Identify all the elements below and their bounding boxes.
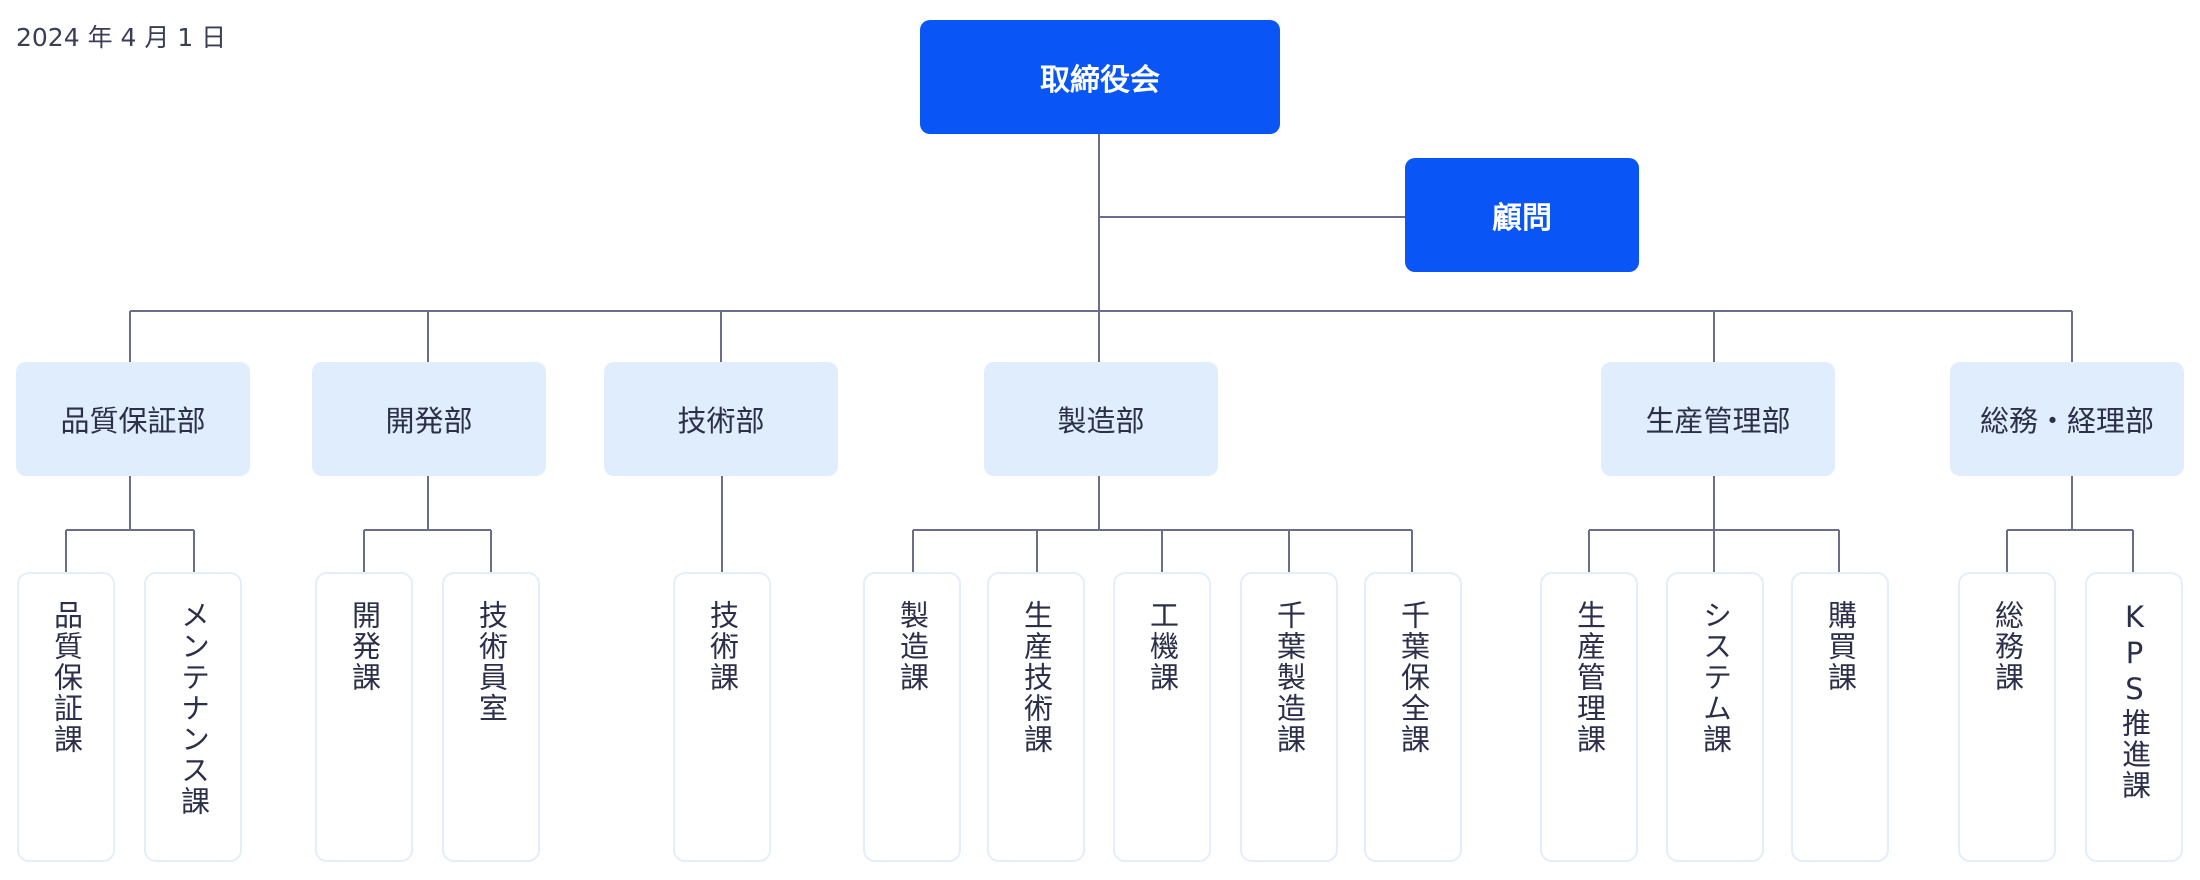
section-label: 購買課	[1823, 600, 1858, 693]
advisor-node: 顧問	[1405, 158, 1639, 272]
dept-label: 開発部	[385, 404, 473, 438]
section-label: 千葉製造課	[1272, 600, 1307, 755]
section-chiba-manufacturing: 千葉製造課	[1240, 572, 1338, 862]
section-manufacturing: 製造課	[863, 572, 961, 862]
section-production-engineering: 生産技術課	[987, 572, 1085, 862]
section-systems: システム課	[1666, 572, 1764, 862]
board-label: 取締役会	[1040, 63, 1160, 98]
section-maintenance: メンテナンス課	[144, 572, 242, 862]
section-label: 製造課	[895, 600, 930, 693]
dept-development: 開発部	[312, 362, 546, 476]
dept-label: 生産管理部	[1645, 404, 1791, 438]
section-technical-staff: 技術員室	[442, 572, 540, 862]
section-label: 生産技術課	[1019, 600, 1054, 755]
board-node: 取締役会	[920, 20, 1280, 134]
section-kps-promotion: KPS推進課	[2085, 572, 2183, 862]
dept-production-control: 生産管理部	[1601, 362, 1835, 476]
dept-engineering: 技術部	[604, 362, 838, 476]
section-chiba-maintenance: 千葉保全課	[1364, 572, 1462, 862]
dept-general-affairs-accounting: 総務・経理部	[1950, 362, 2184, 476]
section-general-affairs: 総務課	[1958, 572, 2056, 862]
section-label: 技術課	[705, 600, 740, 693]
section-label: 開発課	[347, 600, 382, 693]
dept-quality-assurance: 品質保証部	[16, 362, 250, 476]
section-engineering: 技術課	[673, 572, 771, 862]
dept-label: 品質保証部	[60, 404, 206, 438]
section-production-control: 生産管理課	[1540, 572, 1638, 862]
section-label: メンテナンス課	[176, 600, 211, 817]
section-label: 千葉保全課	[1396, 600, 1431, 755]
dept-manufacturing: 製造部	[984, 362, 1218, 476]
dept-label: 技術部	[677, 404, 765, 438]
dept-label: 総務・経理部	[1979, 404, 2154, 438]
section-label: 工機課	[1145, 600, 1180, 693]
section-label: 技術員室	[474, 600, 509, 724]
section-label: KPS推進課	[2117, 600, 2152, 801]
date-label: 2024 年 4 月 1 日	[16, 23, 227, 52]
section-label: 総務課	[1990, 600, 2025, 693]
section-development: 開発課	[315, 572, 413, 862]
dept-label: 製造部	[1057, 404, 1145, 438]
section-quality-assurance: 品質保証課	[17, 572, 115, 862]
section-label: 生産管理課	[1572, 600, 1607, 755]
advisor-label: 顧問	[1492, 201, 1552, 236]
section-label: 品質保証課	[49, 600, 84, 755]
section-label: システム課	[1698, 600, 1733, 755]
section-purchasing: 購買課	[1791, 572, 1889, 862]
section-tooling: 工機課	[1113, 572, 1211, 862]
